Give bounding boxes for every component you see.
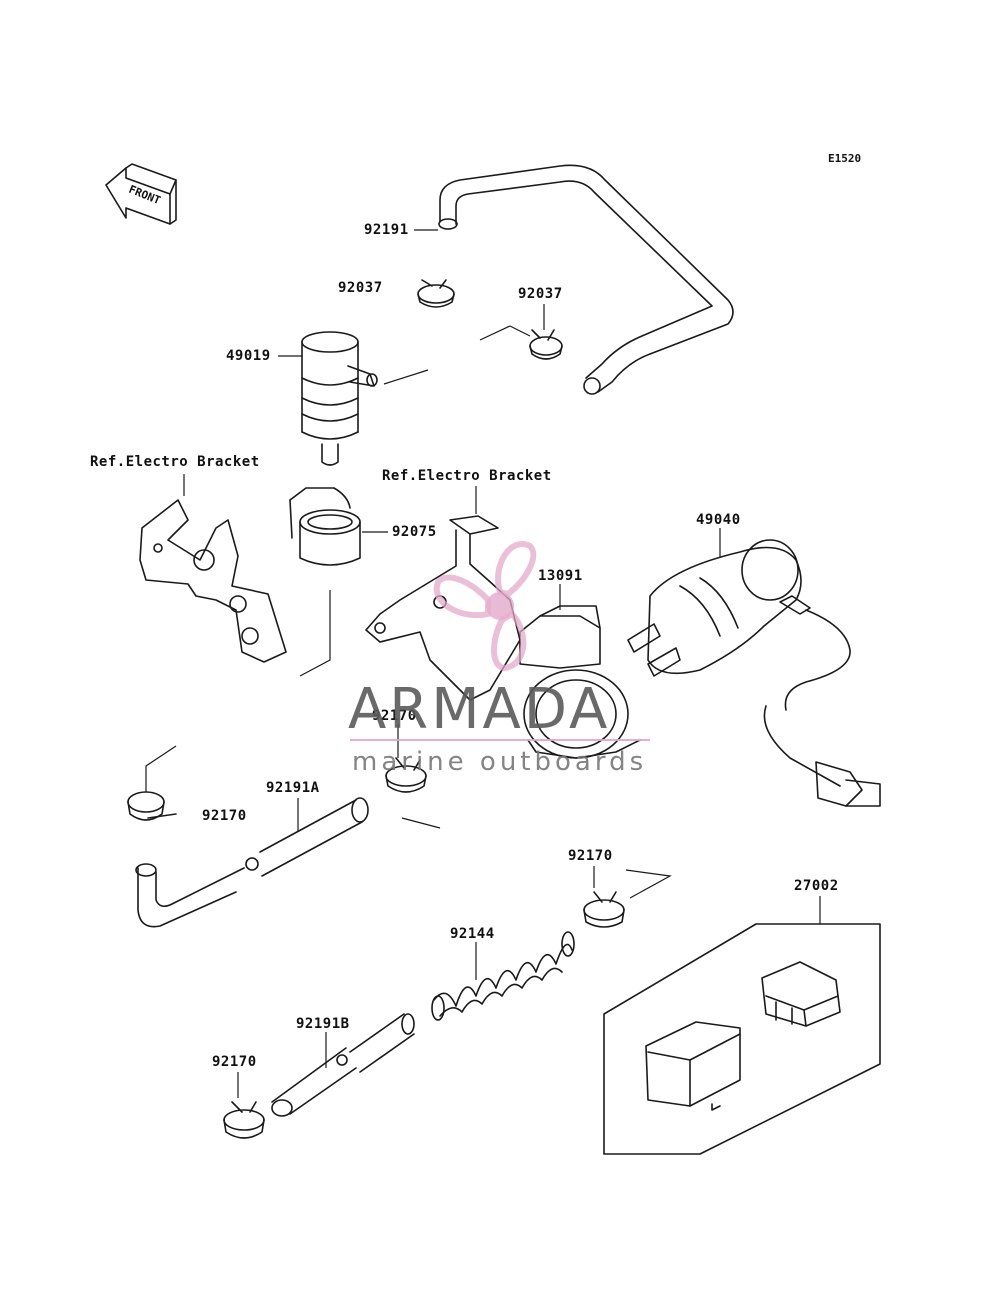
fuel-pump-49040 xyxy=(627,528,881,807)
clamp-92170-right xyxy=(583,866,672,928)
front-arrow-icon: FRONT xyxy=(105,163,177,225)
spring-92144 xyxy=(431,931,575,1021)
clamp-92170-center xyxy=(385,724,441,829)
diagram-code: E1520 xyxy=(828,152,861,165)
clamp-92170-left xyxy=(127,745,177,821)
hose-92191 xyxy=(438,164,734,395)
watermark-title: ARMADA xyxy=(348,677,610,742)
part-label-49019: 49019 xyxy=(226,348,271,364)
part-label-92075: 92075 xyxy=(392,524,437,540)
part-label-92191: 92191 xyxy=(364,222,409,238)
part-label-92037-right: 92037 xyxy=(518,286,563,302)
part-label-92170-left: 92170 xyxy=(202,808,247,824)
clamp-92170-bottom xyxy=(223,1072,265,1139)
clamp-92037-left xyxy=(417,279,455,308)
sleeve-92075 xyxy=(289,487,361,677)
part-label-27002: 27002 xyxy=(794,878,839,894)
watermark-subtitle: marine outboards xyxy=(352,747,647,777)
bracket-13091 xyxy=(519,584,641,759)
part-label-92191B: 92191B xyxy=(296,1016,350,1032)
clamp-92037-right xyxy=(529,329,563,360)
part-label-92191A: 92191A xyxy=(266,780,320,796)
propeller-logo-icon xyxy=(433,541,537,672)
electro-bracket-left xyxy=(139,474,287,663)
part-label-49040: 49040 xyxy=(696,512,741,528)
part-label-92144: 92144 xyxy=(450,926,495,942)
part-label-92037-left: 92037 xyxy=(338,280,383,296)
watermark: ARMADA marine outboards xyxy=(348,541,650,777)
kit-27002 xyxy=(603,896,881,1155)
part-label-13091: 13091 xyxy=(538,568,583,584)
part-label-92170-bottom: 92170 xyxy=(212,1054,257,1070)
ref-label-electro-bracket-left: Ref.Electro Bracket xyxy=(90,454,260,470)
hose-92191B xyxy=(271,1013,415,1117)
fuel-filter-49019 xyxy=(301,331,429,466)
part-label-92170-center: 92170 xyxy=(372,708,417,724)
part-label-92170-right: 92170 xyxy=(568,848,613,864)
ref-label-electro-bracket-right: Ref.Electro Bracket xyxy=(382,468,552,484)
part-labels: 92191 92037 92037 49019 Ref.Electro Brac… xyxy=(90,222,839,1070)
hose-92191A xyxy=(135,797,369,928)
